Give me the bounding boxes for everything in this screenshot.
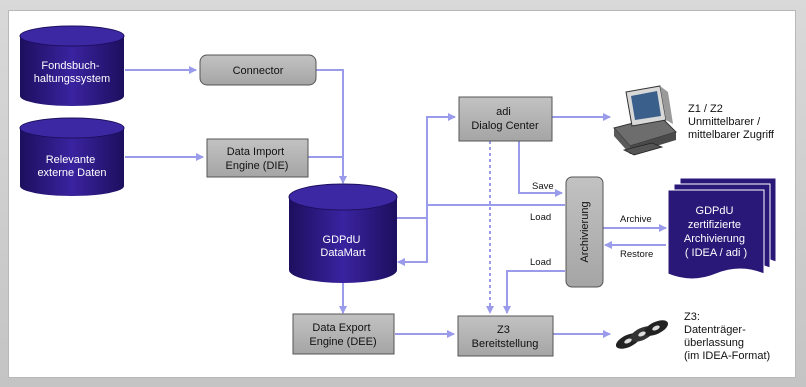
z12-line-3: mittelbarer Zugriff	[688, 129, 775, 141]
svg-text:Z3: Datenträger- überl: Z3: Datenträger- überlassung (im IDEA-Fo…	[684, 311, 770, 362]
arrow-dialog-archivierung-save	[518, 141, 563, 197]
datamart-line-1: GDPdU	[323, 234, 361, 246]
archivierung-box: Archivierung	[565, 176, 604, 288]
svg-text:Relevante externe Daten: Relevante externe Daten	[37, 154, 106, 179]
arrow-connector-datamart	[316, 69, 347, 184]
data-carrier-discs-icon	[615, 320, 669, 349]
relevante-daten-cylinder: Relevante externe Daten	[19, 117, 125, 196]
load-label-2: Load	[530, 257, 551, 268]
fondsbuch-line-1: Fondsbuch-	[41, 60, 99, 72]
svg-text:Data Export Engine (DEE): Data Export Engine (DEE)	[309, 322, 376, 348]
gdpdu-datamart-cylinder: GDPdU DataMart	[288, 183, 398, 283]
svg-text:Fondsbuch- haltungssyste: Fondsbuch- haltungssystem	[34, 60, 110, 85]
z3-line-2: Datenträger-	[684, 324, 746, 336]
computer-terminal-icon	[613, 85, 677, 156]
data-import-engine-box: Data Import Engine (DIE)	[206, 138, 309, 178]
svg-text:adi Dialog Center: adi Dialog Center	[471, 106, 539, 132]
data-export-engine-box: Data Export Engine (DEE)	[292, 313, 395, 355]
arrow-archivierung-datamart-load	[397, 204, 565, 266]
z3-line-4: (im IDEA-Format)	[684, 350, 770, 362]
dee-line-1: Data Export	[312, 322, 370, 334]
connector-label: Connector	[233, 65, 284, 77]
relevante-line-1: Relevante	[46, 154, 96, 166]
z3-bereitstellung-box: Z3 Bereitstellung	[457, 315, 554, 357]
zertifizierte-archivierung-docs: GDPdU zertifizierte Archivierung ( IDEA …	[667, 177, 777, 280]
z12-line-2: Unmittelbarer /	[688, 116, 761, 128]
load-label-1: Load	[530, 212, 551, 223]
z3-line-1: Z3:	[684, 311, 700, 323]
fondsbuch-line-2: haltungssystem	[34, 73, 110, 85]
dialog-center-box: adi Dialog Center	[458, 96, 553, 142]
arrows	[125, 66, 667, 338]
die-line-1: Data Import	[227, 146, 284, 158]
zert-line-4: ( IDEA / adi )	[685, 247, 747, 259]
zert-line-2: zertifizierte	[688, 219, 741, 231]
svg-text:GDPdU DataMart: GDPdU DataMart	[320, 234, 365, 259]
z3box-line-1: Z3	[497, 324, 510, 336]
zert-line-3: Archivierung	[684, 233, 745, 245]
svg-text:Data Import Engine (DIE): Data Import Engine (DIE)	[226, 146, 289, 172]
restore-label: Restore	[620, 249, 653, 260]
svg-text:Z3 Bereitstellung: Z3 Bereitstellung	[472, 324, 539, 350]
connector-box: Connector	[199, 54, 317, 86]
archivierung-label: Archivierung	[579, 201, 591, 262]
svg-text:GDPdU zertifizierte: GDPdU zertifizierte Archivierung ( IDEA …	[684, 205, 748, 259]
svg-text:Z1 / Z2 Unmittelbarer /: Z1 / Z2 Unmittelbarer / mittelbarer Zugr…	[688, 103, 775, 141]
dee-line-2: Engine (DEE)	[309, 336, 376, 348]
diagram-panel	[8, 10, 796, 378]
z3-line-3: überlassung	[684, 337, 744, 349]
die-line-2: Engine (DIE)	[226, 160, 289, 172]
zert-line-1: GDPdU	[696, 205, 734, 217]
save-label: Save	[532, 181, 554, 192]
archive-label: Archive	[620, 214, 652, 225]
datamart-line-2: DataMart	[320, 247, 365, 259]
dialog-line-2: Dialog Center	[471, 120, 539, 132]
arrow-datamart-dialog	[395, 113, 456, 219]
z12-line-1: Z1 / Z2	[688, 103, 723, 115]
relevante-line-2: externe Daten	[37, 167, 106, 179]
z3box-line-2: Bereitstellung	[472, 338, 539, 350]
fondsbuchhaltung-cylinder: Fondsbuch- haltungssystem	[19, 25, 125, 106]
dialog-line-1: adi	[496, 106, 511, 118]
arrow-archivierung-z3-load	[503, 270, 565, 314]
